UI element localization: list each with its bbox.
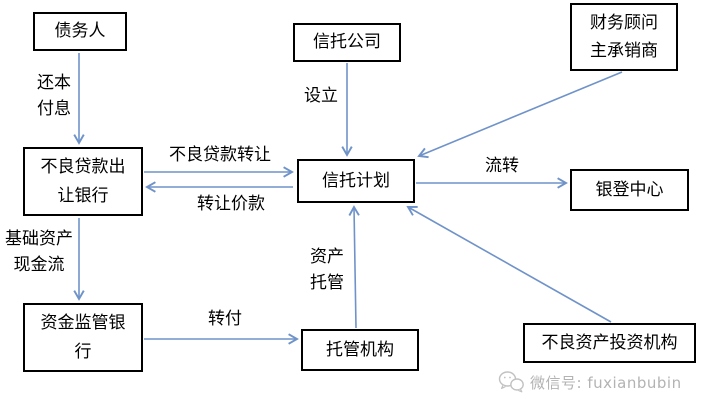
watermark: 微信号: fuxianbubin xyxy=(498,370,682,394)
node-custodian: 托管机构 xyxy=(301,329,419,371)
edge-label-npl-transfer: 不良贷款转让 xyxy=(169,145,271,165)
node-npl-transferor-bank: 不良贷款出 让银行 xyxy=(23,147,143,216)
wechat-icon xyxy=(498,371,524,393)
edge-label-circulate: 流转 xyxy=(485,156,519,176)
arrow-advisor-to-trust-plan xyxy=(417,71,623,159)
node-yindeng-center: 银登中心 xyxy=(570,169,689,211)
node-debtor: 债务人 xyxy=(33,12,127,51)
node-trust-plan: 信托计划 xyxy=(297,159,415,203)
arrow-investor-to-trust-plan xyxy=(406,206,612,323)
node-financial-advisor-underwriter: 财务顾问 主承销商 xyxy=(570,3,678,71)
node-npl-investor: 不良资产投资机构 xyxy=(523,323,696,363)
node-fund-supervision-bank: 资金监管银 行 xyxy=(23,303,143,372)
edge-label-underlying-asset-cashflow: 基础资产 现金流 xyxy=(5,229,73,276)
edge-label-asset-custody: 资产 托管 xyxy=(310,247,344,294)
edge-label-establish: 设立 xyxy=(304,86,338,106)
node-trust-company: 信托公司 xyxy=(293,23,401,62)
edge-label-transfer-price: 转让价款 xyxy=(197,194,265,214)
watermark-text: 微信号: fuxianbubin xyxy=(530,373,682,392)
edge-label-forward-payment: 转付 xyxy=(208,309,242,329)
edge-label-repay-principal-interest: 还本 付息 xyxy=(37,73,71,120)
arrow-custodian-to-trust-plan xyxy=(348,205,360,329)
